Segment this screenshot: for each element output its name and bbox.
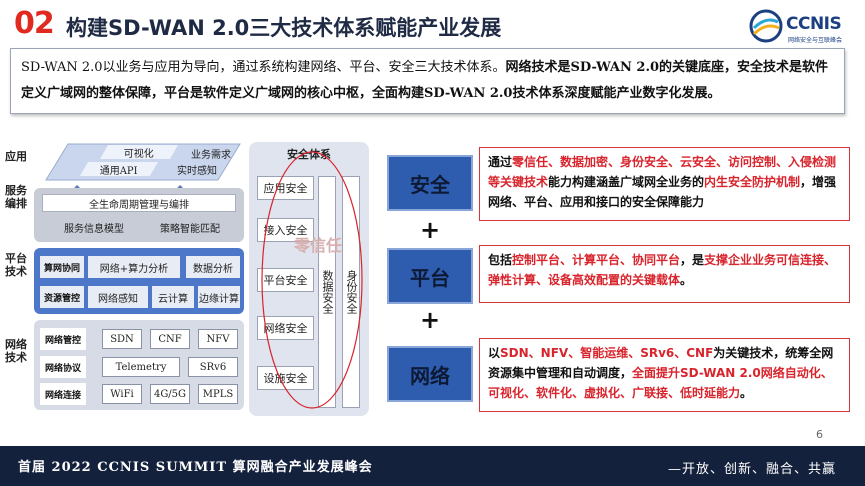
net-sense-node: 网络感知 [88,286,148,308]
net-compute-analysis-node: 网络+算力分析 [88,256,180,278]
general-api-node: 通用API [79,162,159,177]
intro-bold-text: 网络技术是SD-WAN 2.0的关键底座，安全技术是软件定义广域网的整体保障，平… [21,60,829,101]
ccnis-logo: CCNIS 网络安全与互联峰会 [748,8,856,44]
pillar-network-key: 网络 [387,346,473,402]
cloud-compute-node: 云计算 [152,286,194,308]
srv6-node: SRv6 [188,357,238,377]
label-network: 网络技术 [5,338,27,364]
access-security-box: 接入安全 [257,218,314,242]
visual-node: 可视化 [99,145,179,160]
label-platform: 平台技术 [5,252,27,278]
facility-security-box: 设施安全 [257,366,314,390]
intro-paragraph: SD-WAN 2.0以业务与应用为导向，通过系统构建网络、平台、安全三大技术体系… [10,48,845,114]
platform-layer: 算网协同 网络+算力分析 数据分析 资源管控 网络感知 云计算 边缘计算 [34,248,244,314]
net-connect-tag: 网络连接 [40,383,86,405]
plus-sign: + [420,216,441,244]
realtime-sense-node: 实时感知 [177,165,217,177]
platform-security-box: 平台安全 [257,268,314,292]
biz-demand-node: 业务需求 [191,149,231,161]
data-security-box: 数据安全 [318,176,336,408]
app-security-box: 应用安全 [257,176,314,200]
network-layer: 网络管控 SDN CNF NFV 网络协议 Telemetry SRv6 网络连… [34,320,244,410]
orchestration-layer: 全生命周期管理与编排 服务信息模型 策略智能匹配 [34,188,244,242]
footer-slogan: —开放、创新、融合、共赢 [668,462,837,477]
net-protocol-tag: 网络协议 [40,356,86,378]
logo-text: CCNIS [786,14,842,34]
wifi-node: WiFi [102,384,142,404]
telemetry-node: Telemetry [102,357,180,377]
lifecycle-node: 全生命周期管理与编排 [42,194,236,212]
label-orchestration: 服务编排 [5,184,27,210]
app-layer: 可视化 业务需求 通用API 实时感知 [34,140,244,184]
data-analysis-node: 数据分析 [186,256,240,278]
page-title: 构建SD-WAN 2.0三大技术体系赋能产业发展 [66,16,502,40]
footer-bar [0,446,865,486]
4g5g-node: 4G/5G [150,384,190,404]
identity-security-box: 身份安全 [342,176,360,408]
service-model-node: 服务信息模型 [64,223,124,235]
sdn-node: SDN [102,329,142,349]
plus-sign: + [420,306,441,334]
cnf-node: CNF [150,329,190,349]
pillar-platform-key: 平台 [387,248,473,304]
globe-logo-icon [749,9,783,43]
pillar-network-desc: 以SDN、NFV、智能运维、SRv6、CNF为关键技术，统筹全网资源集中管理和自… [479,338,850,412]
net-control-tag: 网络管控 [40,328,86,350]
pillar-security-desc: 通过零信任、数据加密、身份安全、云安全、访问控制、入侵检测等关键技术能力构建涵盖… [479,147,850,221]
policy-match-node: 策略智能匹配 [160,223,220,235]
section-number: 02 [14,6,55,41]
intro-text: SD-WAN 2.0以业务与应用为导向，通过系统构建网络、平台、安全三大技术体系… [21,60,506,75]
mpls-node: MPLS [198,384,238,404]
footer-event-title: 首届 2022 CCNIS SUMMIT 算网融合产业发展峰会 [18,460,373,475]
compute-collab-tag: 算网协同 [40,256,84,278]
resource-control-tag: 资源管控 [40,286,84,308]
logo-subtext: 网络安全与互联峰会 [788,37,843,44]
zero-trust-ellipse [261,151,363,409]
label-app: 应用 [5,150,27,163]
edge-compute-node: 边缘计算 [198,286,240,308]
pillar-security-key: 安全 [387,155,473,211]
pillar-platform-desc: 包括控制平台、计算平台、协同平台，是支撑企业业务可信连接、弹性计算、设备高效配置… [479,245,850,303]
nfv-node: NFV [198,329,238,349]
page-number: 6 [816,428,823,441]
zero-trust-label: 零信任 [294,236,343,255]
